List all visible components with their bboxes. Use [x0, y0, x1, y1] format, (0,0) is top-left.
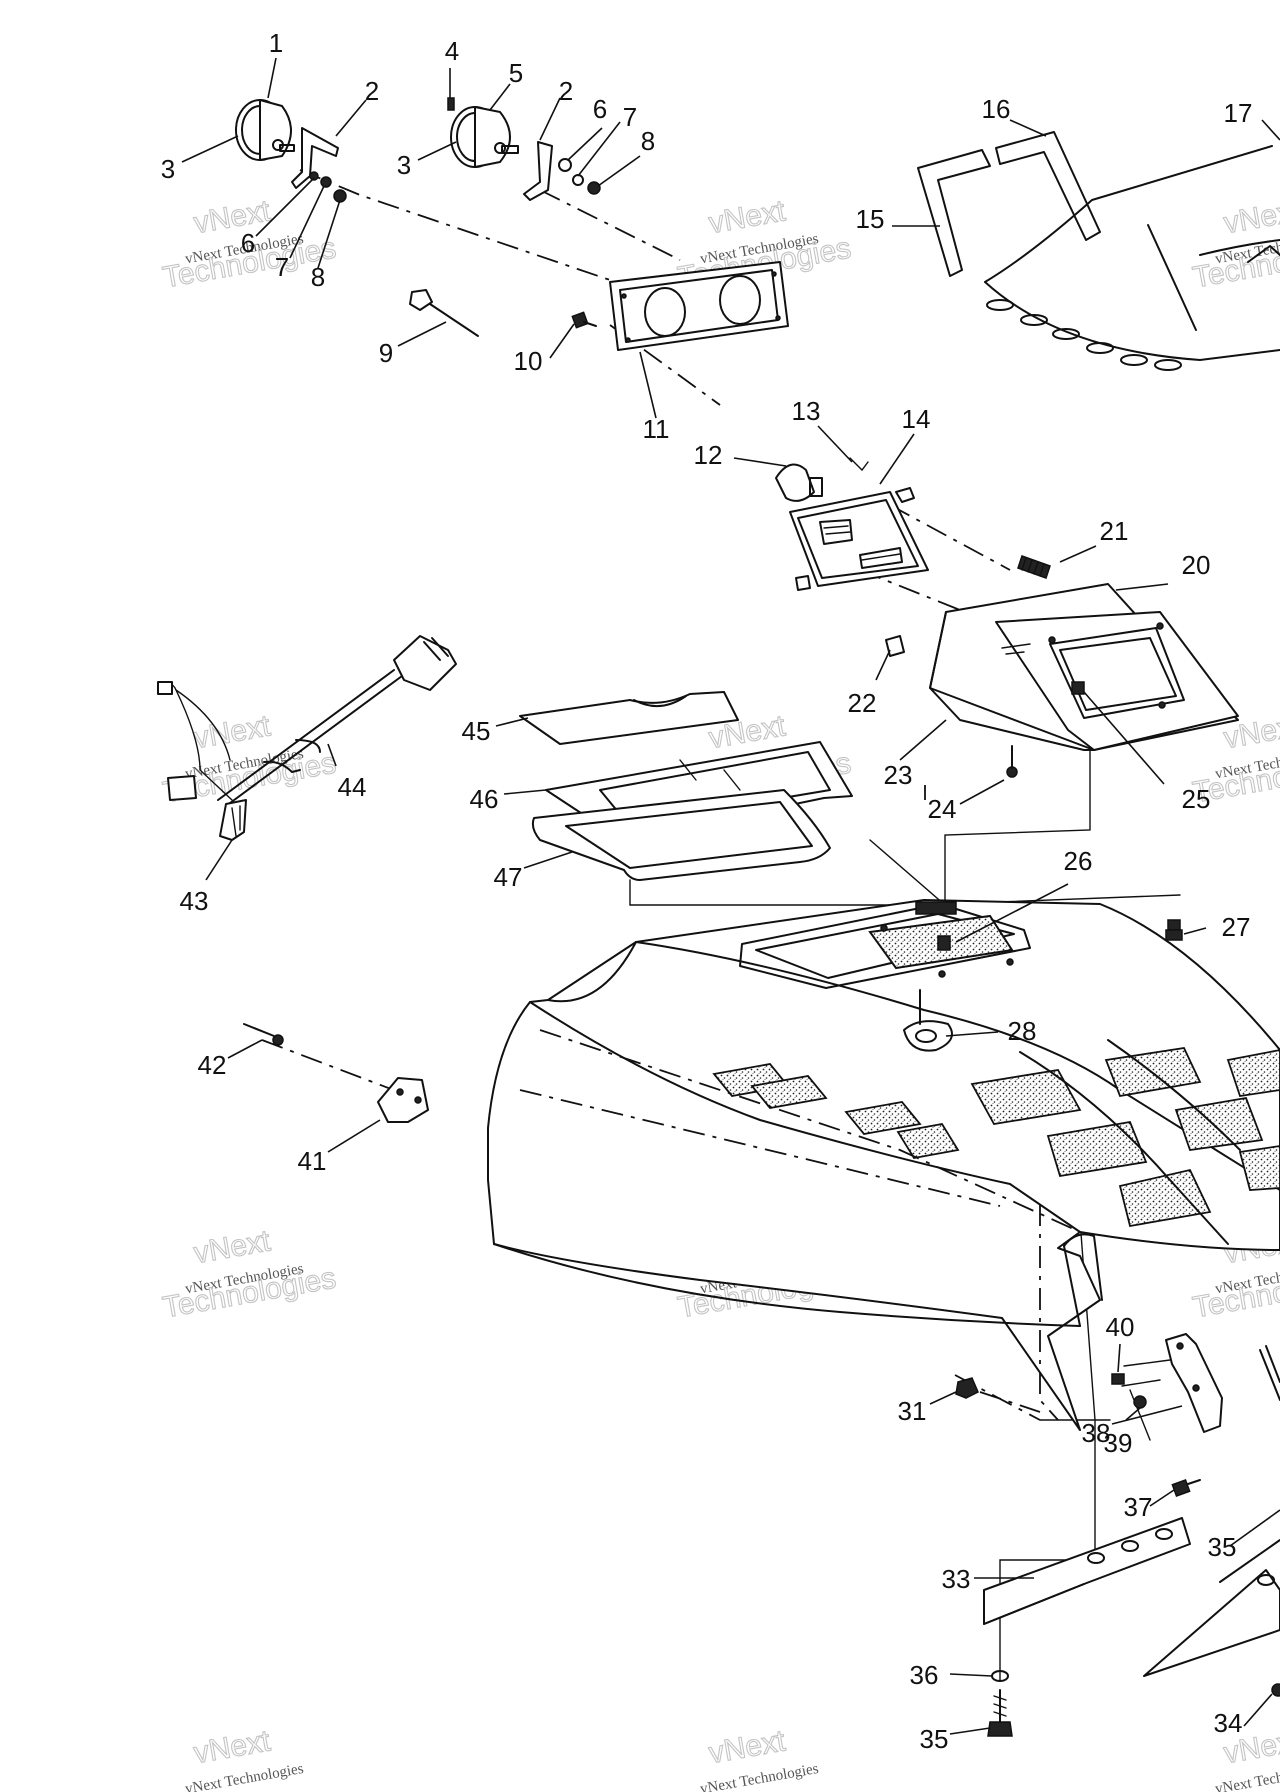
mount-plate-34 — [1143, 1539, 1280, 1677]
callout-31: 31 — [898, 1396, 927, 1426]
right-strut — [1259, 1345, 1280, 1401]
watermark: vNext vNext Technologies Technologies — [160, 1224, 339, 1325]
gauge-left — [235, 99, 295, 161]
sensor-probe — [409, 289, 479, 337]
pin-42 — [243, 1023, 284, 1046]
svg-text:vNext: vNext — [191, 709, 273, 755]
svg-text:vNext: vNext — [191, 1224, 273, 1270]
callout-41: 41 — [298, 1146, 327, 1176]
callout-46: 46 — [470, 784, 499, 814]
callout-8: 8 — [641, 126, 655, 156]
gauge-bracket-left — [291, 127, 347, 203]
adjuster-spring — [1017, 555, 1051, 579]
callout-7: 7 — [275, 252, 289, 282]
callout-10: 10 — [514, 346, 543, 376]
gauge-panel — [609, 261, 789, 351]
callout-40: 40 — [1106, 1312, 1135, 1342]
watermark: vNext vNext Technologies — [184, 1724, 305, 1792]
callout-13: 13 — [792, 396, 821, 426]
callout-43: 43 — [180, 886, 209, 916]
nut-31 — [955, 1377, 1041, 1413]
headlight-housing — [929, 583, 1239, 751]
windshield-trim-15 — [917, 149, 991, 277]
hood-pad-45 — [519, 691, 739, 745]
callout-25: 25 — [1182, 784, 1211, 814]
callout-8: 8 — [311, 262, 325, 292]
callout-36: 36 — [910, 1660, 939, 1690]
callout-17: 17 — [1224, 98, 1253, 128]
leader-lines — [181, 57, 1280, 1735]
callout-37: 37 — [1124, 1492, 1153, 1522]
headlight — [789, 487, 929, 591]
svg-text:vNext: vNext — [1221, 194, 1280, 240]
bolt-40 — [1111, 1373, 1125, 1385]
windshield — [984, 145, 1280, 371]
callout-28: 28 — [1008, 1016, 1037, 1046]
callout-3: 3 — [161, 154, 175, 184]
windshield-trim-16 — [995, 131, 1101, 241]
callout-15: 15 — [856, 204, 885, 234]
callout-33: 33 — [942, 1564, 971, 1594]
callout-24: 24 — [928, 794, 957, 824]
side-bracket — [377, 1077, 429, 1123]
mount-plate-33 — [983, 1517, 1191, 1625]
callout-26: 26 — [1064, 846, 1093, 876]
mount-bracket — [1121, 1333, 1223, 1433]
callout-4: 4 — [445, 36, 459, 66]
screw-24 — [1006, 745, 1018, 778]
callout-2: 2 — [559, 76, 573, 106]
callout-35: 35 — [1208, 1532, 1237, 1562]
callout-5: 5 — [509, 58, 523, 88]
svg-text:vNext: vNext — [191, 194, 273, 240]
hood-pad-47 — [531, 789, 831, 881]
callout-20: 20 — [1182, 550, 1211, 580]
bolt-37 — [1171, 1479, 1201, 1497]
bolt-34 — [1271, 1683, 1280, 1697]
panel-screw — [571, 311, 597, 329]
callout-16: 16 — [982, 94, 1011, 124]
clip-22 — [885, 635, 905, 657]
callout-47: 47 — [494, 862, 523, 892]
callout-2: 2 — [365, 76, 379, 106]
watermark: vNext vNext Technologies Technologies — [1190, 194, 1280, 295]
callout-6: 6 — [241, 228, 255, 258]
callout-11: 11 — [643, 414, 670, 444]
callout-12: 12 — [694, 440, 723, 470]
gauge-screw — [447, 97, 455, 111]
svg-text:vNext: vNext — [706, 194, 788, 240]
callout-44: 44 — [338, 772, 367, 802]
fastener-27 — [1165, 919, 1183, 941]
callout-21: 21 — [1100, 516, 1129, 546]
svg-text:vNext: vNext — [706, 1724, 788, 1770]
bolt-35 — [987, 1689, 1013, 1737]
callout-22: 22 — [848, 688, 877, 718]
callout-7: 7 — [623, 102, 637, 132]
callout-9: 9 — [379, 338, 393, 368]
watermark: vNext vNext Technologies — [699, 1724, 820, 1792]
callout-14: 14 — [902, 404, 931, 434]
wiring-harness — [157, 635, 457, 841]
callout-35: 35 — [920, 1724, 949, 1754]
callout-39: 39 — [1104, 1428, 1133, 1458]
callout-labels: 1 2 2 3 3 4 5 6 6 7 7 8 8 9 10 11 12 13 … — [161, 28, 1253, 1754]
callout-23: 23 — [884, 760, 913, 790]
callout-27: 27 — [1222, 912, 1251, 942]
main-hood — [487, 899, 1280, 1431]
callout-34: 34 — [1214, 1708, 1243, 1738]
gauge-bracket-right — [523, 141, 601, 201]
washer-39 — [1133, 1395, 1147, 1409]
callout-42: 42 — [198, 1050, 227, 1080]
callout-3: 3 — [397, 150, 411, 180]
callout-1: 1 — [269, 28, 283, 58]
callout-6: 6 — [593, 94, 607, 124]
svg-text:Technologies: Technologies — [1190, 1262, 1280, 1325]
callout-38: 38 — [1082, 1418, 1111, 1448]
gauge-right — [450, 106, 519, 168]
headlight-bulb — [775, 457, 869, 502]
callout-45: 45 — [462, 716, 491, 746]
svg-text:vNext: vNext — [191, 1724, 273, 1770]
